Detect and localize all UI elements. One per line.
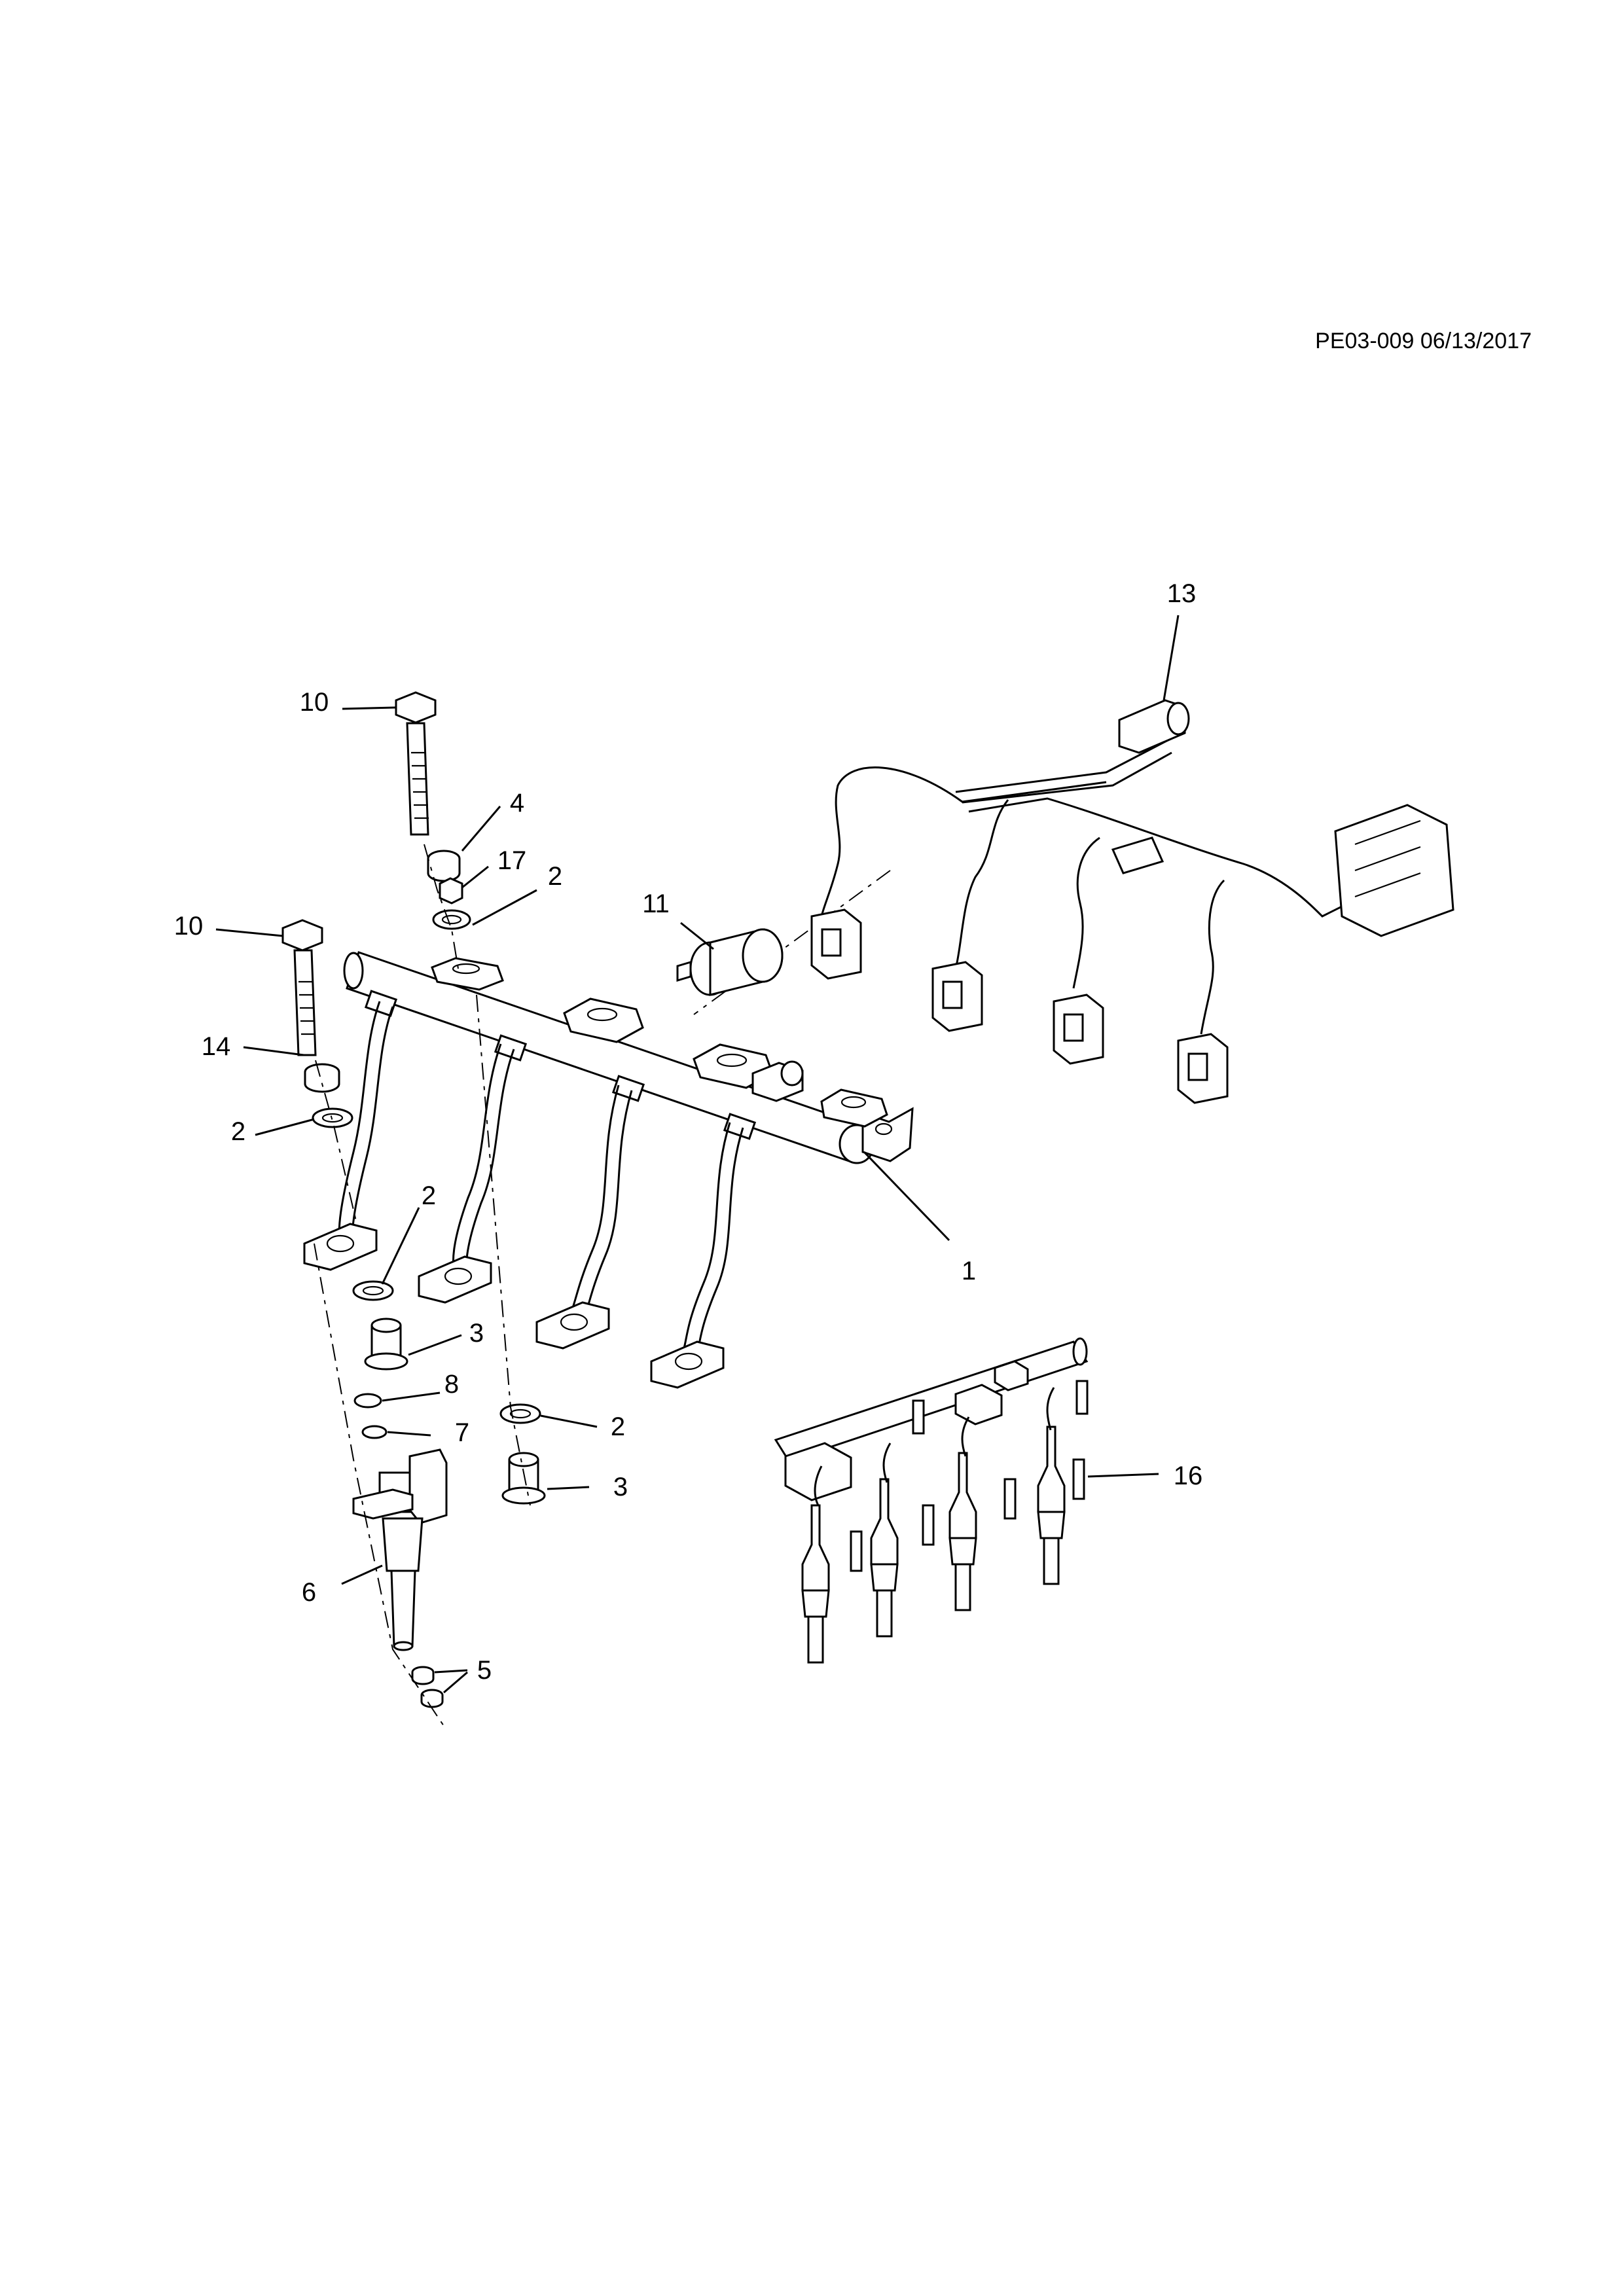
oring-7 [361,1425,388,1439]
callout-11: 11 [642,889,670,918]
spacer-14 [304,1063,340,1093]
callout-8: 8 [444,1370,459,1399]
wiring-harness [810,699,1454,1104]
callout-4: 4 [510,789,524,817]
callout-10: 10 [300,688,329,717]
fuel-rail [343,951,914,1164]
spacer-3-left [364,1318,408,1371]
harness-connectors [810,908,1229,1104]
callout-labels: 1 2 2 2 2 3 3 4 5 6 7 8 10 10 11 13 14 1… [174,579,1203,1685]
washer-2-mid [352,1280,394,1301]
callout-14: 14 [202,1032,231,1061]
doc-reference: PE03-009 06/13/2017 [1315,329,1532,353]
washer-2-top [432,909,471,930]
callout-6: 6 [302,1578,316,1607]
callout-3: 3 [613,1473,628,1501]
washer-2-right [499,1403,541,1424]
spacer-3-right [501,1452,546,1505]
callout-10: 10 [174,912,204,941]
alignment-axes [314,844,891,1729]
bolt-lower [281,919,323,1056]
callout-17: 17 [497,846,527,875]
leader-lines [215,615,1180,1694]
assembled-rail-view [774,1337,1089,1664]
oring-8 [353,1393,382,1408]
washer-2-left [312,1107,353,1128]
callout-16: 16 [1174,1462,1203,1490]
callout-2: 2 [548,862,562,891]
callout-3: 3 [469,1319,484,1348]
bolt-upper [395,691,437,836]
spacer-4 [427,850,461,882]
callout-1: 1 [962,1257,976,1285]
callout-2: 2 [231,1117,245,1146]
feed-pipes [303,1001,744,1389]
pressure-sensor [676,928,784,996]
seals-5 [411,1666,444,1708]
callout-2: 2 [422,1181,436,1210]
insulator-17 [439,877,463,905]
fuel-injector [352,1448,448,1651]
callout-5: 5 [477,1656,492,1685]
callout-7: 7 [455,1418,469,1447]
callout-13: 13 [1167,579,1197,608]
callout-2: 2 [611,1412,625,1441]
